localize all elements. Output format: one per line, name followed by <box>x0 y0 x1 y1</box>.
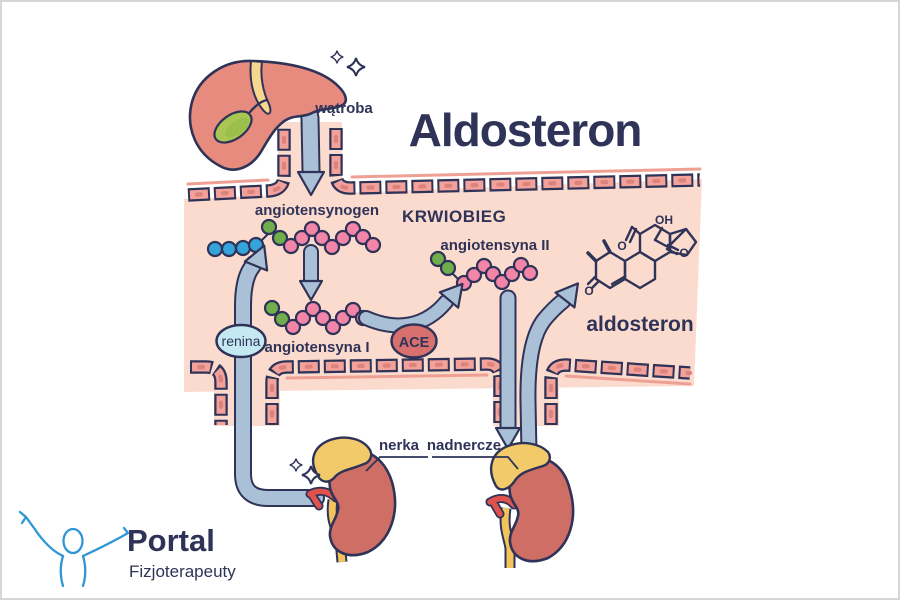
sparkle-icon <box>330 50 344 64</box>
angiotensin-i-chain <box>263 299 372 336</box>
bloodstream-label: KRWIOBIEG <box>402 207 506 226</box>
kidney-body <box>508 456 575 563</box>
angiotensin-to-adrenal-arrow <box>494 298 522 451</box>
adrenal-gland <box>311 436 373 483</box>
angiotensinogen-chain <box>260 218 382 256</box>
logo-figure-icon <box>18 510 130 588</box>
logo-brand: Portal <box>127 523 215 558</box>
aldosterone-release-arrow <box>528 282 580 452</box>
page-title: Aldosteron <box>409 104 642 156</box>
kidney-pointer-line <box>365 456 428 472</box>
adrenal-gland <box>489 441 551 491</box>
ace-badge: ACE <box>390 323 438 359</box>
kidney-body <box>328 448 397 557</box>
left-kidney <box>305 436 397 563</box>
vessel-outer-line <box>285 373 489 380</box>
conversion-arrow-down <box>298 252 324 302</box>
aldosterone-label: aldosteron <box>586 313 693 336</box>
logo: Portal Fizjoterapeuty <box>18 510 236 588</box>
liver-label: wątroba <box>314 100 373 117</box>
renin-label: renina <box>222 333 261 349</box>
cystic-duct <box>248 98 269 114</box>
aldosterone-molecule: OH O O O aldosteron <box>584 213 698 336</box>
gallbladder <box>213 110 253 144</box>
vessel-outer-line <box>564 374 692 386</box>
logo-subtitle: Fizjoterapeuty <box>129 562 236 581</box>
steroid-skeleton <box>586 223 698 290</box>
vessel-outer-line <box>186 178 270 186</box>
renin-arrow <box>243 244 316 498</box>
liver <box>188 59 348 171</box>
kidney-label: nerka <box>379 437 420 454</box>
liver-secretion-arrow <box>289 82 326 197</box>
sparkle-icon <box>289 458 303 472</box>
vessel-outer-line <box>350 167 702 179</box>
oxygen-label: O <box>617 239 626 253</box>
angiotensin-ii-label: angiotensyna II <box>440 237 549 254</box>
ace-label: ACE <box>399 335 430 351</box>
ace-conversion-arrow <box>366 282 464 325</box>
oxygen-label: O <box>584 284 593 298</box>
flow-arrows <box>243 82 580 498</box>
adrenal-label: nadnercze <box>427 437 501 454</box>
oxygen-label: O <box>679 246 688 260</box>
sparkle-icon <box>346 57 366 77</box>
hydroxyl-label: OH <box>655 213 673 227</box>
renin-badge: renina <box>215 323 267 359</box>
adrenal-pointer-line <box>432 456 519 470</box>
angiotensinogen-label: angiotensynogen <box>255 202 379 219</box>
angiotensin-i-label: angiotensyna I <box>264 339 369 356</box>
right-kidney <box>485 441 575 568</box>
